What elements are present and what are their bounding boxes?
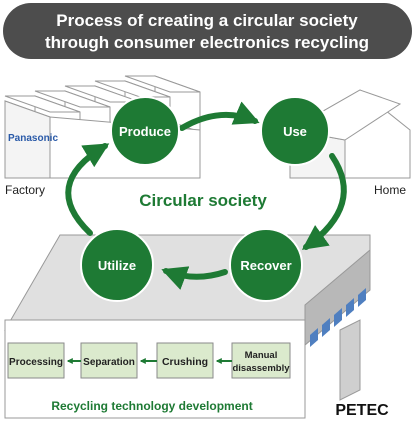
- cycle-node-utilize: Utilize: [80, 228, 154, 302]
- step-separation: Separation: [83, 357, 135, 368]
- recycling-caption: Recycling technology development: [51, 399, 252, 413]
- arrow-use-to-recover: [301, 153, 347, 250]
- petec-label: PETEC: [335, 402, 389, 419]
- arrow-utilize-to-produce: [65, 143, 110, 236]
- cycle-node-recover: Recover: [229, 228, 303, 302]
- title-line-1: Process of creating a circular society: [56, 11, 358, 30]
- arrow-recover-to-utilize: [161, 266, 228, 290]
- building-windows: [310, 288, 366, 347]
- petec-building: [4, 234, 371, 419]
- cycle-arrows: [65, 101, 347, 290]
- arrow-produce-to-use: [179, 101, 260, 131]
- title-line-2: through consumer electronics recycling: [45, 33, 369, 52]
- step-manual-line-1: Manual: [245, 350, 278, 361]
- panasonic-logo: Panasonic: [8, 133, 58, 144]
- step-crushing: Crushing: [162, 356, 208, 368]
- use-label: Use: [283, 124, 307, 139]
- cycle-node-use: Use: [260, 96, 330, 166]
- recycling-process: Processing Separation Crushing Manual di…: [7, 342, 291, 379]
- recover-label: Recover: [240, 258, 291, 273]
- utilize-label: Utilize: [98, 258, 136, 273]
- produce-label: Produce: [119, 124, 171, 139]
- circular-society-label: Circular society: [139, 191, 267, 210]
- factory-label: Factory: [5, 183, 45, 197]
- title-banner: Process of creating a circular society t…: [3, 3, 412, 59]
- step-manual-line-2: disassembly: [232, 363, 290, 374]
- cycle-node-produce: Produce: [110, 96, 180, 166]
- step-processing: Processing: [9, 357, 63, 368]
- home-label: Home: [374, 183, 406, 197]
